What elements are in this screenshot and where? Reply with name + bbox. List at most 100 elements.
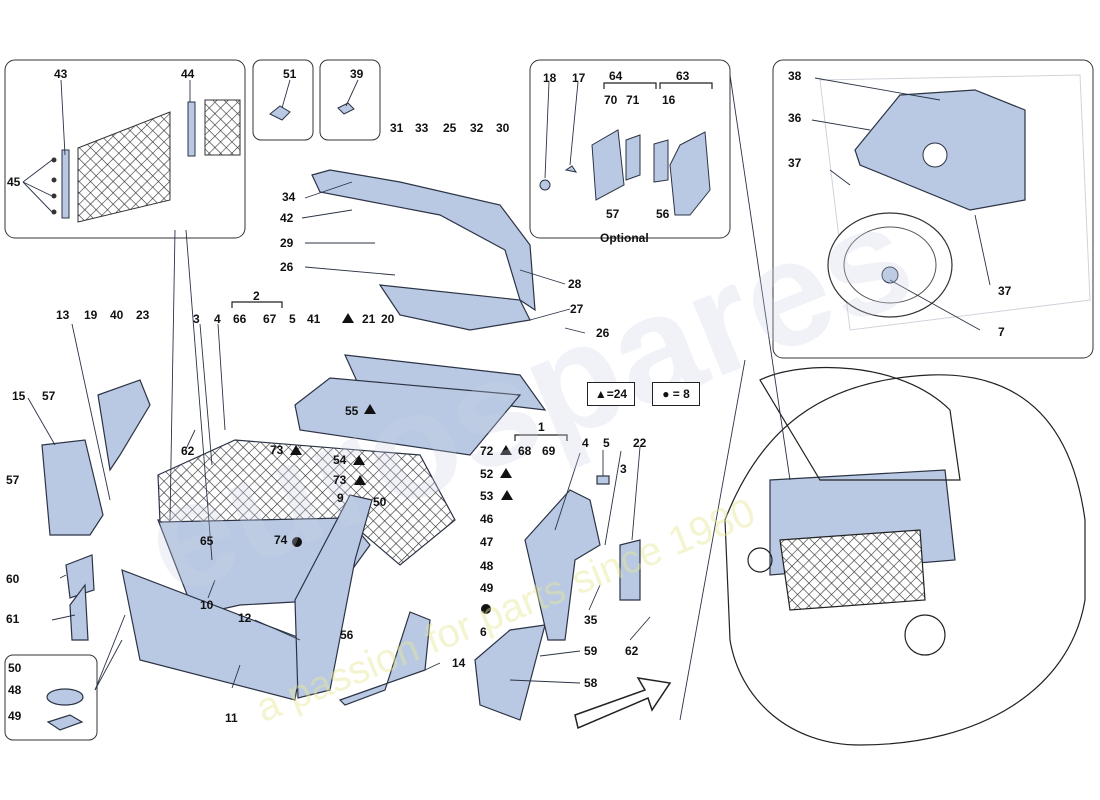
label-62-right: 62 (625, 644, 639, 658)
label-14: 14 (452, 656, 466, 670)
label-43: 43 (54, 67, 68, 81)
label-23: 23 (136, 308, 150, 322)
label-69: 69 (542, 444, 556, 458)
label-21: 21 (362, 312, 376, 326)
label-20: 20 (381, 312, 395, 326)
label-57-upper: 57 (42, 389, 56, 403)
label-33: 33 (415, 121, 429, 135)
label-48-inset: 48 (8, 683, 22, 697)
label-10: 10 (200, 598, 214, 612)
label-37-left: 37 (788, 156, 802, 170)
legend-circle-text: ● = 8 (662, 387, 690, 401)
label-6: 6 (480, 625, 487, 639)
net-inset-drawing (51, 99, 241, 223)
optional-parts (539, 129, 711, 216)
label-57-lower: 57 (6, 473, 20, 487)
spare-wheel-inset-frame (772, 59, 1094, 359)
label-11: 11 (225, 711, 238, 725)
label-42: 42 (280, 211, 294, 225)
label-17: 17 (572, 71, 586, 85)
label-3-left: 3 (193, 312, 200, 326)
part-39-inset-frame (319, 59, 381, 141)
label-16: 16 (662, 93, 676, 107)
label-66: 66 (233, 312, 247, 326)
part-51-inset-frame (252, 59, 314, 141)
small-parts-inset-frame (4, 654, 98, 741)
label-26-left: 26 (280, 260, 294, 274)
legend-triangle-text: ▲=24 (594, 387, 628, 401)
label-30: 30 (496, 121, 510, 135)
label-34: 34 (282, 190, 296, 204)
markers (290, 313, 513, 614)
leader-lines (22, 74, 991, 721)
bracket-1 (514, 434, 568, 441)
optional-inset-frame (529, 59, 731, 239)
label-68: 68 (518, 444, 532, 458)
label-41: 41 (307, 312, 321, 326)
label-7: 7 (998, 325, 1005, 339)
bracket-63 (659, 82, 713, 89)
label-71: 71 (626, 93, 640, 107)
label-60: 60 (6, 572, 20, 586)
label-37-right: 37 (998, 284, 1012, 298)
legend-triangle-count: ▲=24 (587, 382, 635, 406)
label-4-left: 4 (214, 312, 221, 326)
label-59: 59 (584, 644, 598, 658)
label-5-left: 5 (289, 312, 296, 326)
label-63: 63 (676, 69, 690, 83)
label-31: 31 (390, 121, 404, 135)
label-70: 70 (604, 93, 618, 107)
label-15: 15 (12, 389, 26, 403)
label-50-inset: 50 (8, 661, 22, 675)
net-inset-frame (4, 59, 246, 239)
label-3-right: 3 (620, 462, 627, 476)
label-46: 46 (480, 512, 494, 526)
label-45: 45 (7, 175, 21, 189)
label-12: 12 (238, 611, 252, 625)
label-5-right: 5 (603, 436, 610, 450)
label-65: 65 (200, 534, 214, 548)
label-48: 48 (480, 559, 494, 573)
label-53: 53 (480, 489, 494, 503)
label-61: 61 (6, 612, 20, 626)
label-40: 40 (110, 308, 124, 322)
label-36: 36 (788, 111, 802, 125)
label-26-right: 26 (596, 326, 610, 340)
label-25: 25 (443, 121, 457, 135)
label-9: 9 (337, 491, 344, 505)
label-74: 74 (274, 533, 288, 547)
label-73-lower: 73 (333, 473, 347, 487)
label-27: 27 (570, 302, 584, 316)
label-47: 47 (480, 535, 494, 549)
small-clips (269, 102, 355, 121)
label-51: 51 (283, 67, 297, 81)
label-52: 52 (480, 467, 494, 481)
label-72: 72 (480, 444, 494, 458)
label-64: 64 (609, 69, 623, 83)
label-49: 49 (480, 581, 494, 595)
label-35: 35 (584, 613, 598, 627)
label-50: 50 (373, 495, 387, 509)
label-54: 54 (333, 453, 347, 467)
car-outline (724, 366, 1086, 746)
label-28: 28 (568, 277, 582, 291)
bracket-64 (603, 82, 657, 89)
inset-frames (4, 59, 1094, 741)
direction-arrow (574, 677, 672, 730)
label-57-optional: 57 (606, 207, 620, 221)
label-38: 38 (788, 69, 802, 83)
spare-wheel-drawing (819, 74, 1091, 331)
label-58: 58 (584, 676, 598, 690)
label-49-inset: 49 (8, 709, 22, 723)
legend-circle-count: ● = 8 (652, 382, 700, 406)
label-39: 39 (350, 67, 364, 81)
label-13: 13 (56, 308, 70, 322)
label-44: 44 (181, 67, 195, 81)
main-parts (41, 169, 641, 731)
label-55: 55 (345, 404, 359, 418)
label-62-left: 62 (181, 444, 195, 458)
label-2: 2 (253, 289, 260, 303)
label-4-right: 4 (582, 436, 589, 450)
